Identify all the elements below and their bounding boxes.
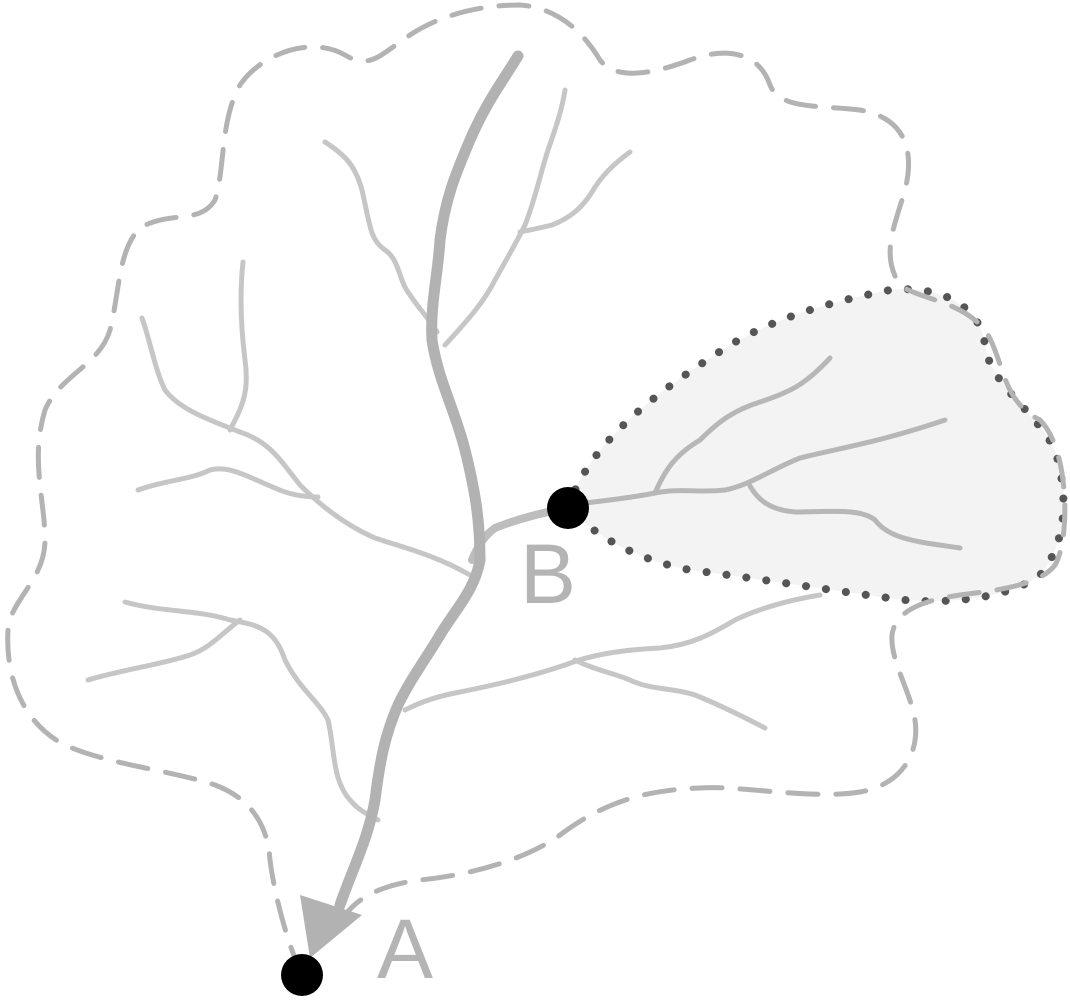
outlet-point-b [547,487,589,529]
outlet-label-a: A [377,902,433,996]
subwatershed-boundary-b [563,285,1068,606]
main-river [334,50,524,911]
tributary-southeast-branch [572,657,768,731]
tributary-northeast-branch [517,149,633,235]
tributary-west-main [139,315,473,578]
tributary-west-lower-branch [135,466,321,500]
tributary-northwest [322,139,440,335]
tributary-southwest [122,599,381,823]
flow-arrow-icon [300,895,362,958]
tributary-southwest-branch [85,617,243,683]
subwatershed-stream-main [582,417,948,506]
watershed-boundary-a [5,2,1068,978]
tributary-southeast [402,592,823,713]
outlet-point-a [281,954,323,996]
outlet-label-b: B [520,527,576,621]
tributary-northeast-upper [442,87,568,348]
tributary-west-upper [227,259,249,433]
subwatershed-stream-north [652,355,833,496]
subwatershed-stream-south [747,483,963,551]
